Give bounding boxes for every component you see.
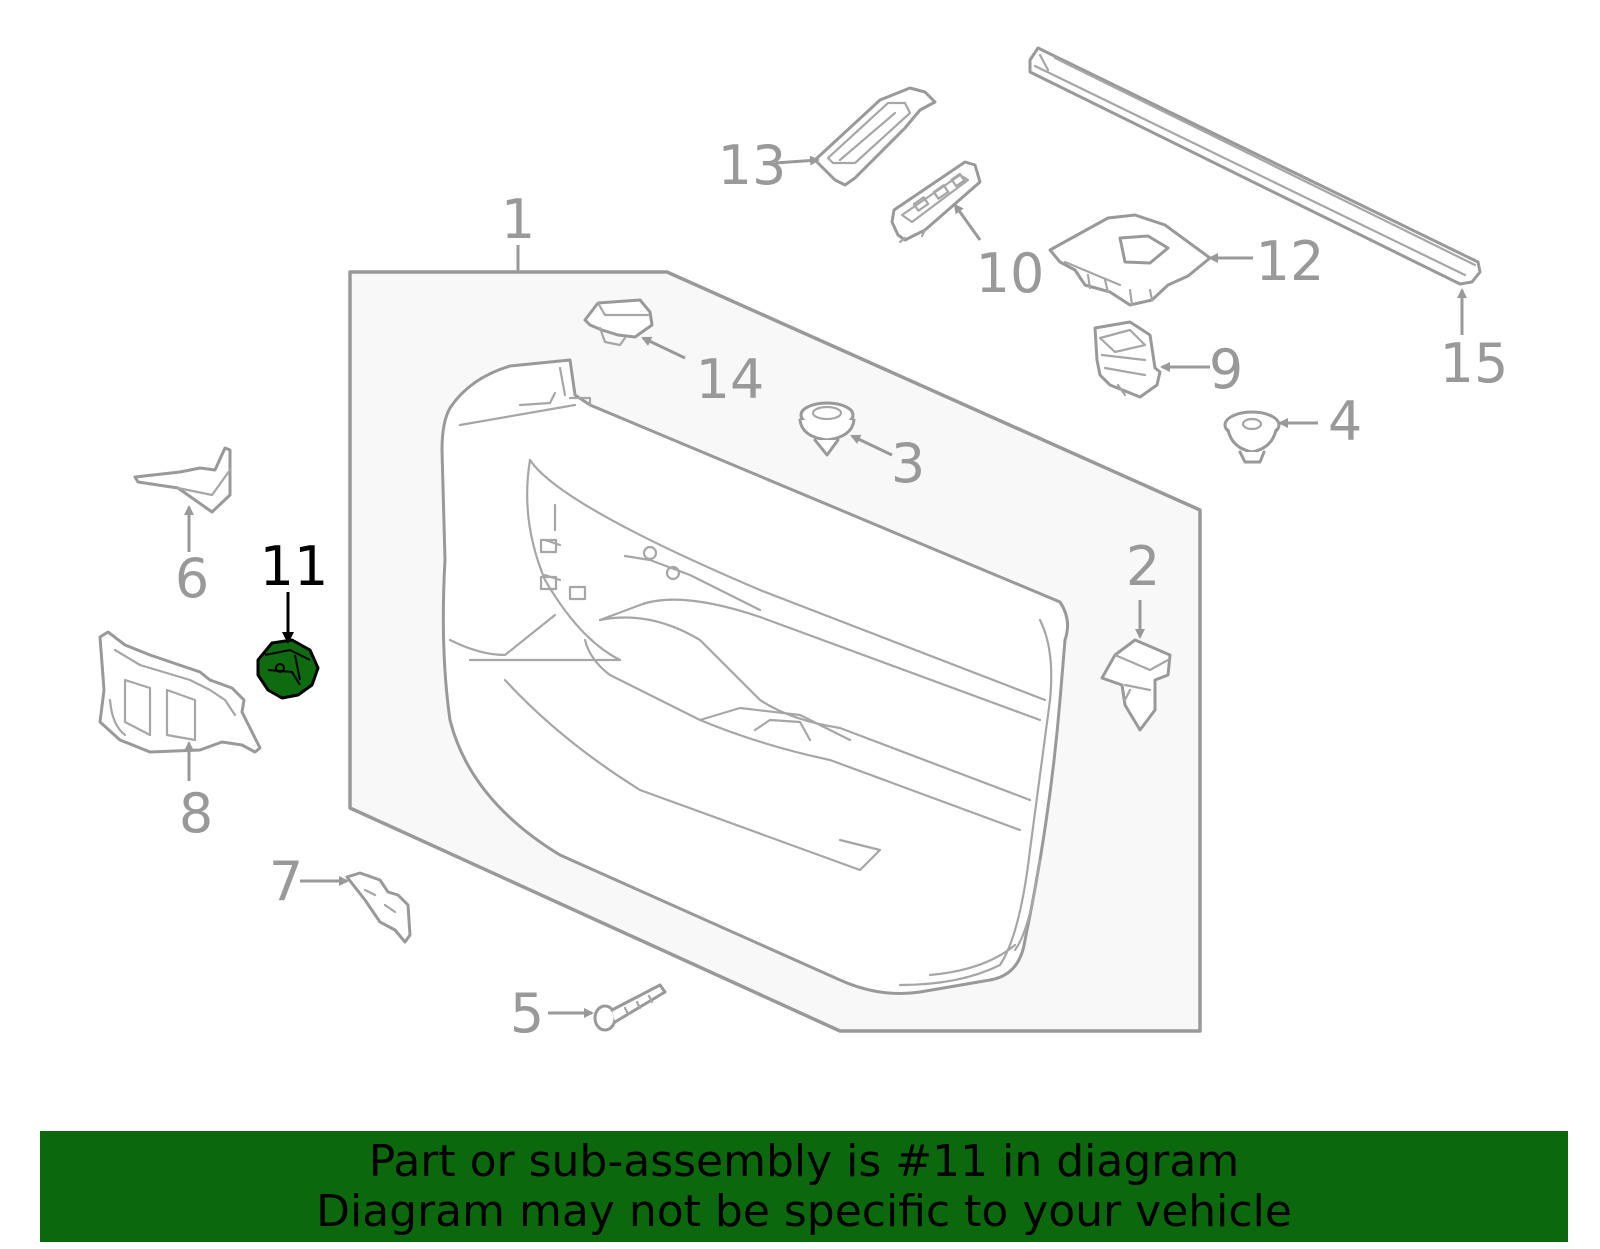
part-3-push-clip[interactable]	[798, 401, 856, 457]
callout-4[interactable]: 4	[1328, 390, 1362, 453]
callout-9[interactable]: 9	[1209, 338, 1243, 401]
part-9-switch[interactable]	[1093, 320, 1162, 399]
part-11-switch-highlighted[interactable]	[256, 638, 320, 700]
part-15-weatherstrip[interactable]	[1028, 46, 1482, 286]
part-info-banner: Part or sub-assembly is #11 in diagram D…	[40, 1131, 1568, 1242]
callout-3[interactable]: 3	[891, 432, 925, 495]
banner-line-disclaimer: Diagram may not be specific to your vehi…	[316, 1185, 1292, 1237]
callout-14[interactable]: 14	[696, 348, 765, 411]
callout-labels: 1 2 3 4 5 6 7 8 9 10 11 12 13 14 15	[175, 134, 1509, 1045]
part-10-window-switch[interactable]	[890, 160, 982, 244]
callout-6[interactable]: 6	[175, 547, 209, 610]
callout-8[interactable]: 8	[179, 782, 213, 845]
parts-diagram: 1 2 3 4 5 6 7 8 9 10 11 12 13 14 15	[98, 46, 1509, 1045]
callout-10[interactable]: 10	[976, 242, 1045, 305]
callout-7[interactable]: 7	[269, 850, 303, 913]
callout-13[interactable]: 13	[718, 134, 787, 197]
part-4-retainer[interactable]	[1223, 410, 1281, 464]
banner-line-part-number: Part or sub-assembly is #11 in diagram	[368, 1135, 1240, 1187]
part-6-bracket[interactable]	[133, 446, 232, 514]
door-trim-panel[interactable]	[440, 358, 1070, 995]
callout-5[interactable]: 5	[510, 982, 544, 1045]
part-8-switch-bezel[interactable]	[98, 630, 262, 754]
callout-1[interactable]: 1	[501, 188, 535, 251]
part-2-bracket[interactable]	[1100, 638, 1172, 732]
callout-2[interactable]: 2	[1126, 535, 1160, 598]
part-7-bracket[interactable]	[345, 871, 412, 944]
callout-15[interactable]: 15	[1440, 332, 1509, 395]
part-12-bezel[interactable]	[1048, 213, 1212, 307]
leader-arrows	[184, 155, 1467, 1018]
callout-12[interactable]: 12	[1256, 230, 1325, 293]
callout-11[interactable]: 11	[260, 535, 329, 598]
part-14-cap[interactable]	[583, 298, 654, 347]
part-13-trim-bezel[interactable]	[813, 86, 937, 187]
part-5-screw[interactable]	[593, 983, 667, 1032]
